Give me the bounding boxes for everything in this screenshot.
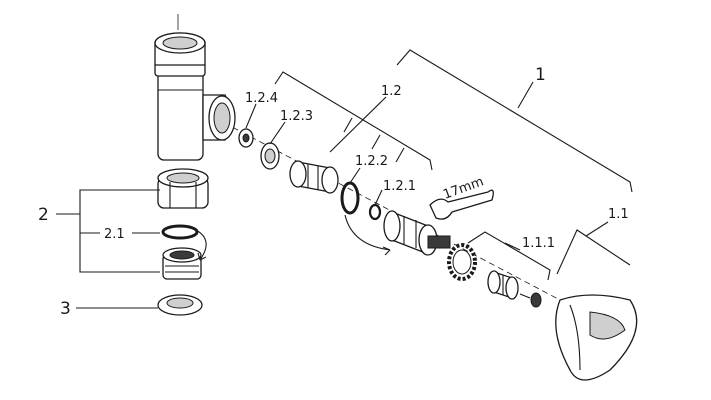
screw — [519, 292, 542, 308]
threaded-adapter — [162, 229, 207, 280]
part-121-ring — [368, 203, 382, 221]
label-2-1: 2.1 — [104, 227, 125, 242]
label-1-2-3: 1.2.3 — [280, 109, 313, 124]
union-nut — [157, 168, 209, 209]
bracket-1 — [396, 49, 633, 193]
label-1-2-1: 1.2.1 — [383, 179, 416, 194]
part-123 — [260, 142, 280, 170]
bracket-12 — [274, 71, 433, 171]
label-1-1-1: 1.1.1 — [522, 236, 555, 251]
handle — [555, 294, 638, 381]
main-cartridge — [344, 210, 451, 256]
sleeve — [487, 270, 519, 300]
bracket-11 — [556, 229, 631, 275]
label-2: 2 — [38, 205, 49, 225]
washer — [157, 294, 203, 316]
bracket-111 — [467, 231, 551, 281]
wrench-icon: 17mm — [429, 174, 494, 220]
tee-body — [154, 32, 236, 161]
label-1-2-4: 1.2.4 — [245, 91, 278, 106]
part-124 — [238, 128, 254, 148]
toothed-ring — [447, 243, 477, 281]
label-1-2-2: 1.2.2 — [355, 154, 388, 169]
label-1-1: 1.1 — [608, 207, 629, 222]
o-ring — [161, 224, 199, 240]
label-3: 3 — [60, 299, 71, 319]
label-1: 1 — [535, 65, 546, 85]
bracket-2 — [79, 189, 160, 273]
cartridge-body — [289, 160, 339, 194]
part-122-o-ring — [340, 181, 360, 215]
label-1-2: 1.2 — [381, 84, 402, 99]
